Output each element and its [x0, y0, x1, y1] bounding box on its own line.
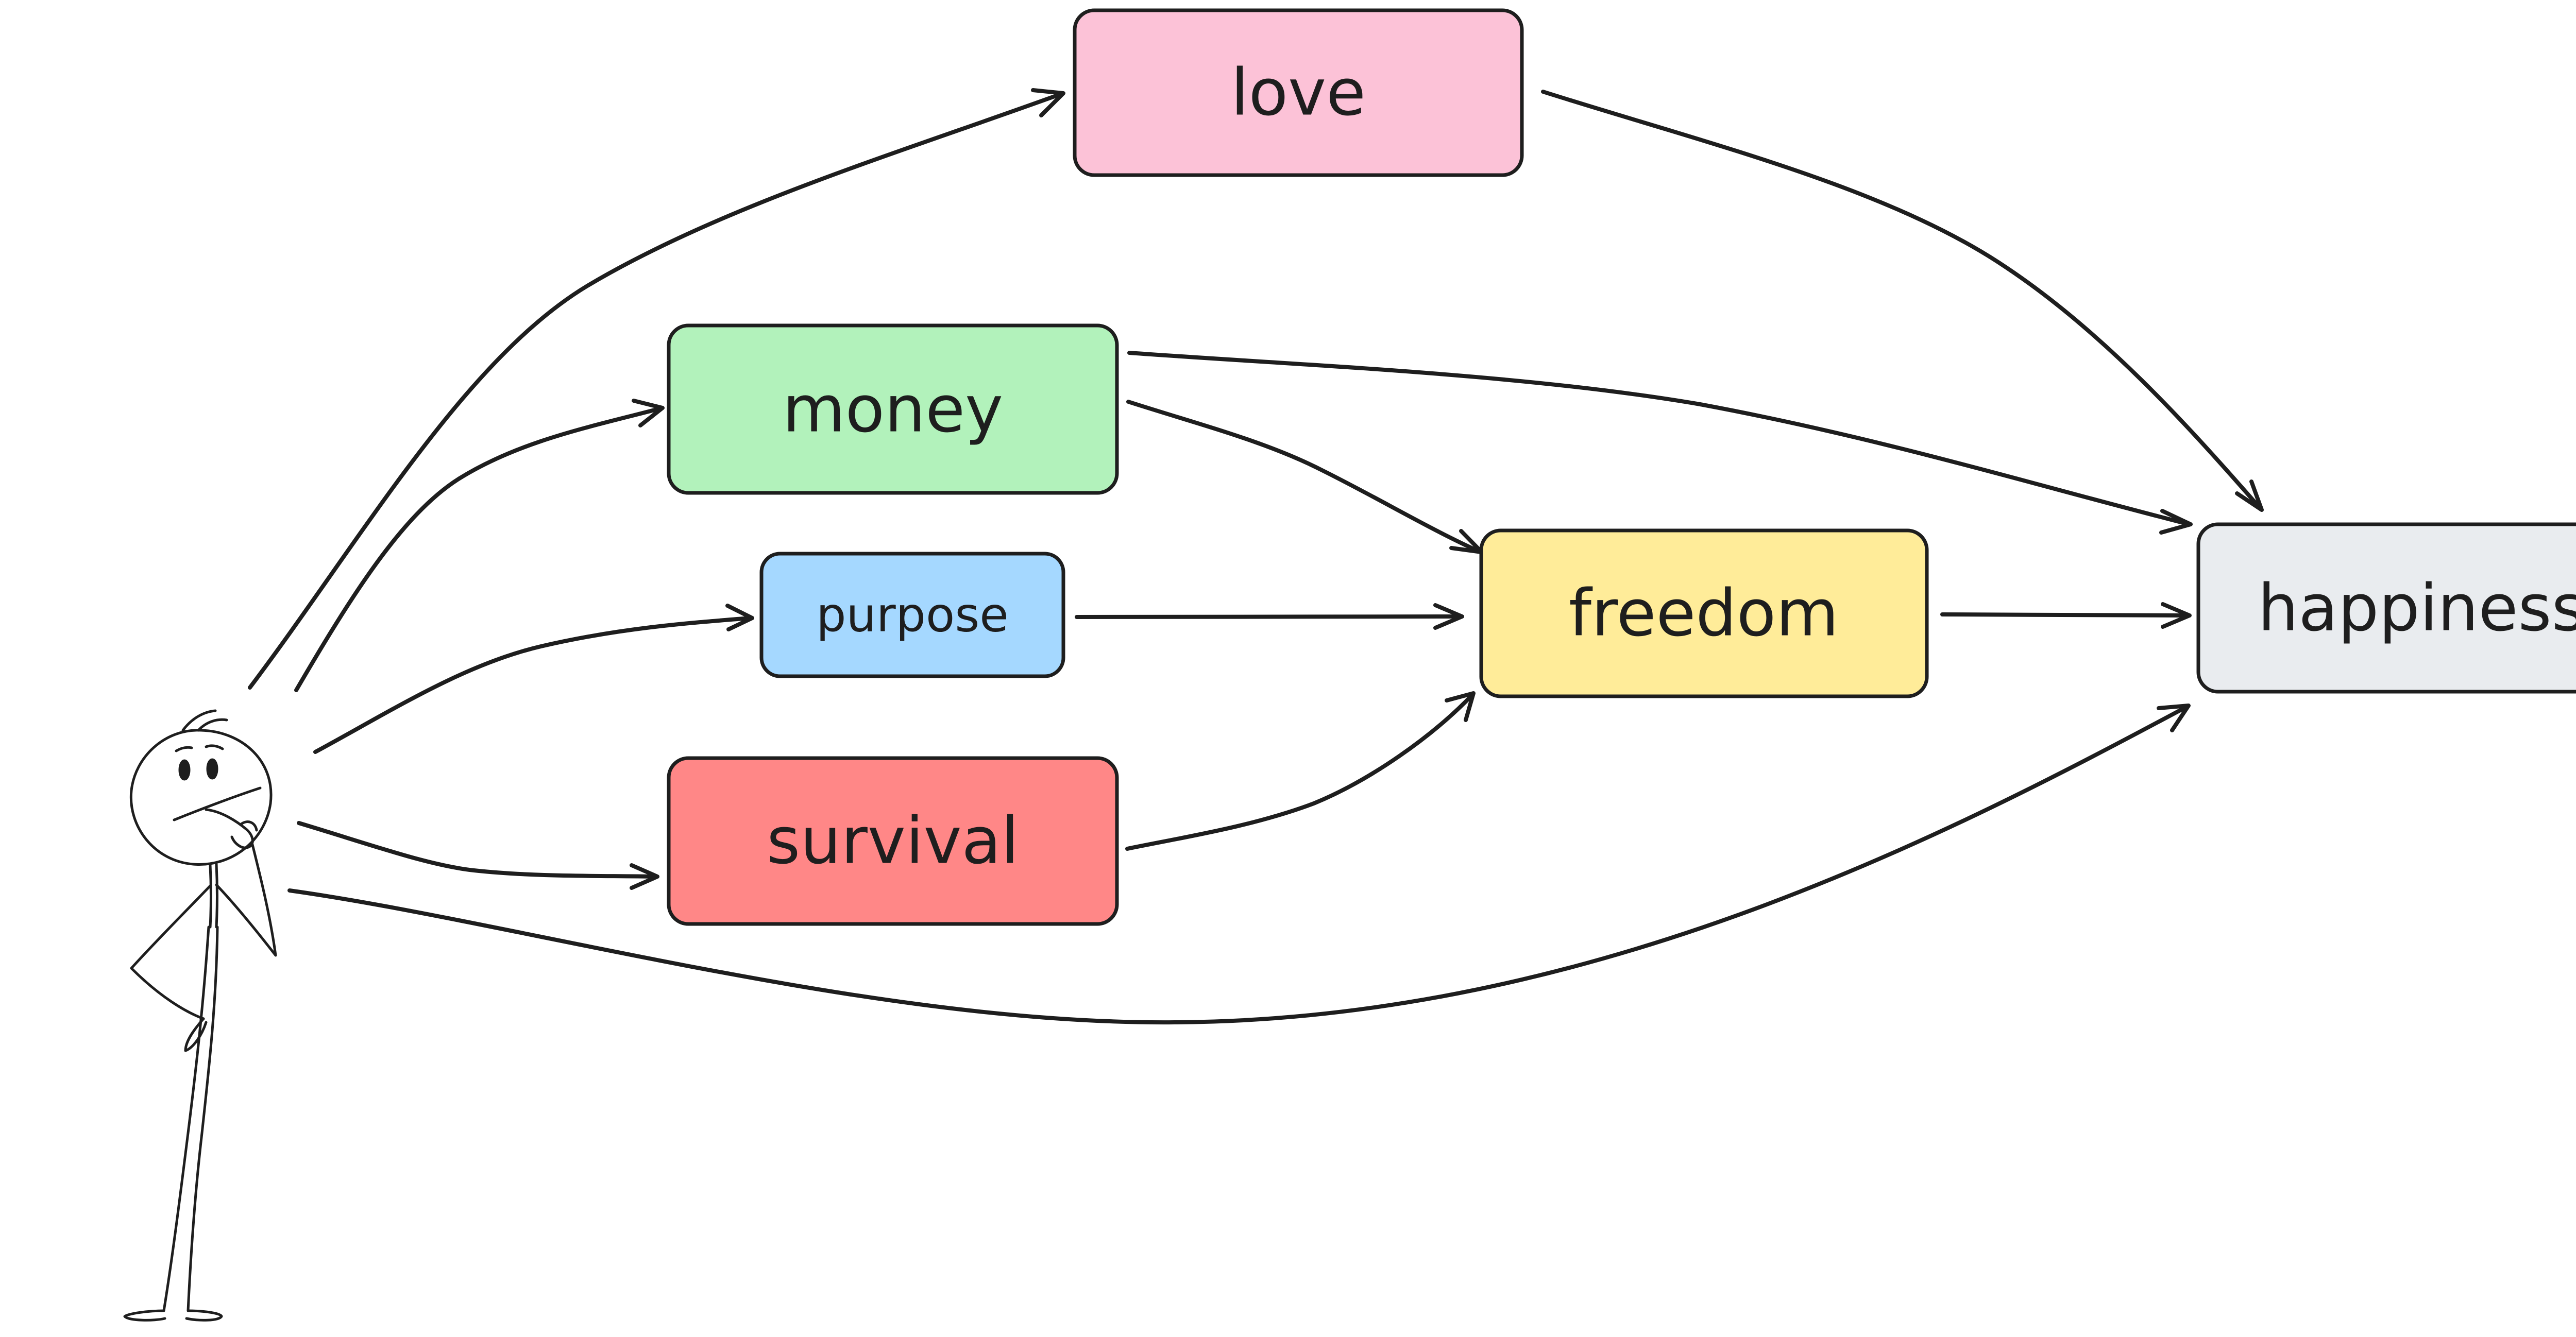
thinking-person-illustration — [123, 709, 277, 1322]
node-purpose-label: purpose — [816, 588, 1009, 643]
node-happiness-box — [2196, 522, 2576, 694]
node-freedom-label: freedom — [1569, 576, 1839, 651]
edge-freedom-happiness — [1940, 602, 2192, 629]
node-purpose[interactable]: purpose — [759, 552, 1065, 678]
node-love-box — [1073, 8, 1524, 177]
edge-survival-freedom — [1125, 691, 1476, 851]
edge-love-happiness — [1541, 90, 2264, 512]
node-survival[interactable]: survival — [667, 756, 1119, 926]
edge-person-survival — [297, 821, 659, 890]
node-freedom-box — [1479, 528, 1929, 698]
edge-money-freedom — [1126, 400, 1484, 554]
edges — [248, 88, 2264, 1025]
node-survival-label: survival — [767, 804, 1019, 879]
node-survival-box — [667, 756, 1119, 926]
edge-person-happiness — [287, 704, 2191, 1025]
edge-money-happiness — [1127, 351, 2193, 535]
node-love[interactable]: love — [1073, 8, 1524, 177]
node-happiness-label: happiness — [2258, 571, 2576, 646]
node-happiness[interactable]: happiness — [2196, 522, 2576, 694]
node-money-box — [667, 323, 1119, 495]
edge-person-money — [294, 399, 665, 692]
node-love-label: love — [1231, 56, 1366, 130]
node-money-label: money — [783, 372, 1003, 447]
edge-purpose-freedom — [1075, 603, 1464, 630]
node-money[interactable]: money — [667, 323, 1119, 495]
edge-person-purpose — [313, 604, 754, 754]
node-freedom[interactable]: freedom — [1479, 528, 1929, 698]
nodes: love money purpose survival freedom happ… — [667, 8, 2576, 926]
edge-person-love — [248, 88, 1065, 690]
node-purpose-box — [759, 552, 1065, 678]
